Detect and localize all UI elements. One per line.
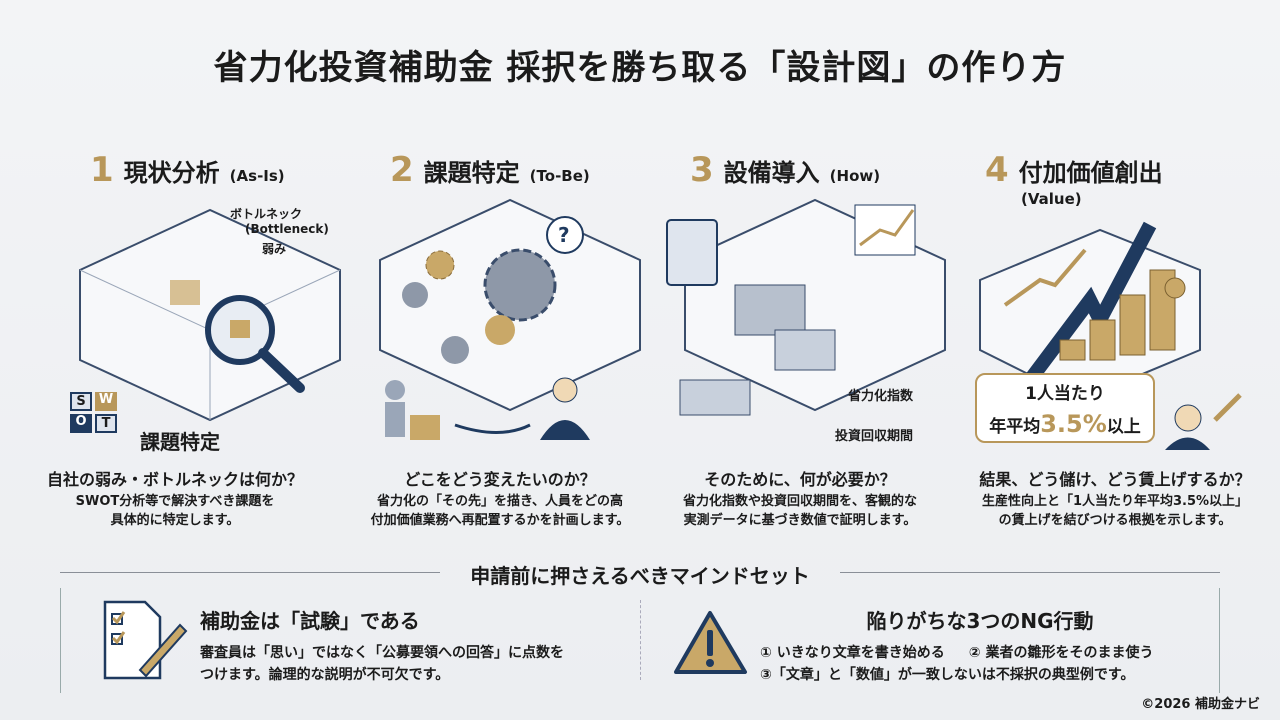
mindset-title: 申請前に押さえるべきマインドセット [470,564,810,588]
step-desc: 付加価値業務へ再配置するかを計画します。 [370,513,630,528]
mindset-divider [640,600,641,680]
step-label: 設備導入 [723,159,820,187]
page-title: 省力化投資補助金 採択を勝ち取る「設計図」の作り方 [213,48,1067,88]
swot-t: T [95,414,117,433]
step-sub: (As-Is) [229,167,285,185]
step-desc: 具体的に特定します。 [110,513,240,528]
step-desc: 省力化指数や投資回収期間を、客観的な [682,494,917,509]
exam-mindset: 補助金は「試験」である 審査員は「思い」ではなく「公募要領への回答」に点数を つ… [200,605,564,686]
divider [60,572,440,573]
divider [840,572,1220,573]
mindset-frame [60,588,1220,693]
step-question: そのために、何が必要か？ [704,470,896,489]
svg-text:?: ? [558,223,570,247]
step-4-description: 結果、どう儲け、どう賃上げするか？ 生産性向上と「1人当たり年平均3.5%以上」の… [955,468,1275,530]
step-sub: (How) [829,167,881,185]
gear-icon [425,250,455,280]
step-question: どこをどう変えたいのか？ [404,470,596,489]
step-sub: (Value) [1021,190,1082,208]
exam-title: 補助金は「試験」である [200,609,420,633]
room-magnifier-illustration [79,208,341,422]
swot-icon: S W O T [70,392,117,433]
issue-label: 課題特定 [140,430,220,454]
businessman-icon [552,377,578,403]
step-sub: (To-Be) [529,167,590,185]
step-number: 3 [690,150,714,190]
bubble-value: 3.5% [1040,410,1107,438]
step-1-description: 自社の弱み・ボトルネックは何か？ SWOT分析等で解決すべき課題を具体的に特定しま… [15,468,335,530]
bottleneck-label: ボトルネック [230,207,303,221]
exam-text: 審査員は「思い」ではなく「公募要領への回答」に点数を [200,645,564,661]
dollar-coin-icon [1164,277,1186,299]
step-number: 2 [390,150,414,190]
equipment-illustration [666,198,946,416]
gears-illustration: ? [379,198,641,440]
ng-actions: 陥りがちな3つのNG行動 ① いきなり文章を書き始める ② 業者の雛形をそのまま使… [760,605,1200,686]
question-icon [546,216,584,254]
step-3-description: そのために、何が必要か？ 省力化指数や投資回収期間を、客観的な実測データに基づき数… [640,468,960,530]
copyright: ©2026 補助金ナビ [1141,697,1260,712]
bubble-post: 以上 [1106,417,1141,437]
labor-saving-index-label: 省力化指数 [848,389,914,404]
gear-icon [485,315,515,345]
trend-arrow-icon [1003,248,1087,307]
ng-item-1: ① いきなり文章を書き始める [760,645,945,661]
calculator-icon [666,219,718,286]
step-2-heading: 2 課題特定 (To-Be) [390,150,700,190]
businessman-icon [1174,404,1202,432]
step-desc: の賃上げを結びつける根拠を示します。 [998,513,1232,528]
ng-item-2: ② 業者の雛形をそのまま使う [968,645,1154,661]
chart-icon [854,204,916,256]
step-3-heading: 3 設備導入 (How) [690,150,1000,190]
bubble-pre: 年平均 [989,417,1041,437]
gear-icon [441,336,469,364]
checklist-pencil-icon [103,600,188,680]
swot-w: W [95,392,117,411]
box-icon [410,415,440,440]
ng-item-3: ③「文章」と「数値」が一致しないは不採択の典型例です。 [760,667,1135,683]
gear-icon [483,248,557,322]
ng-title: 陥りがちな3つのNG行動 [866,609,1094,633]
bubble-line1: 1人当たり [1025,384,1105,404]
person-icon [385,380,405,400]
swot-s: S [70,392,92,411]
weakness-label: 弱み [262,242,287,256]
step-desc: 生産性向上と「1人当たり年平均3.5%以上」 [981,494,1249,509]
bottleneck-en-label: (Bottleneck) [245,222,329,236]
step-desc: 省力化の「その先」を描き、人員をどの高 [376,494,624,509]
step-number: 4 [985,150,1009,190]
step-number: 1 [90,150,114,190]
gear-icon [402,282,428,308]
step-1-heading: 1 現状分析 (As-Is) [90,150,400,190]
step-desc: SWOT分析等で解決すべき課題を [75,494,275,509]
step-4-heading: 4 付加価値創出 (Value) [985,150,1280,208]
wage-increase-bubble: 1人当たり 年平均3.5%以上 [975,373,1155,443]
step-label: 付加価値創出 [1018,159,1163,187]
warning-icon [674,611,747,674]
step-question: 自社の弱み・ボトルネックは何か？ [46,470,303,489]
payback-period-label: 投資回収期間 [835,429,914,444]
exam-text: つけます。論理的な説明が不可欠です。 [200,667,450,683]
step-question: 結果、どう儲け、どう賃上げするか？ [979,470,1251,489]
step-label: 課題特定 [423,159,520,187]
step-label: 現状分析 [123,159,220,187]
step-desc: 実測データに基づき数値で証明します。 [683,513,917,528]
swot-o: O [70,414,92,433]
step-2-description: どこをどう変えたいのか？ 省力化の「その先」を描き、人員をどの高付加価値業務へ再配… [340,468,660,530]
growth-illustration [979,221,1242,450]
